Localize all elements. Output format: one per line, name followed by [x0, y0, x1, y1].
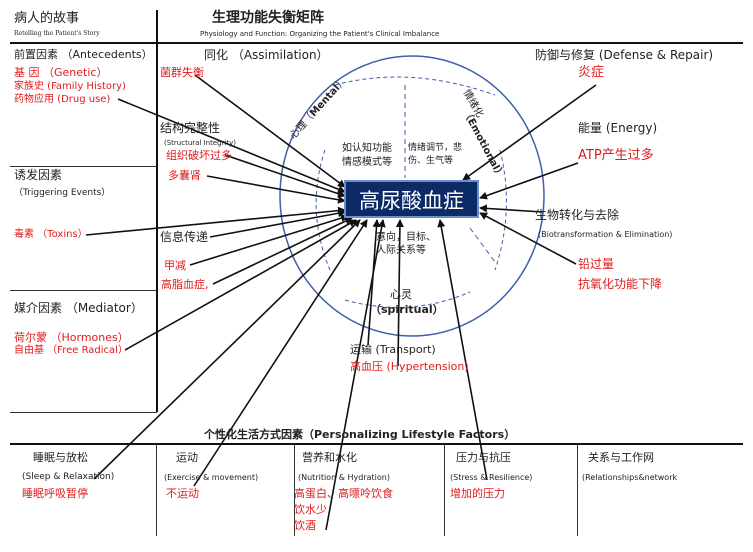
- left-bottom-divider: [10, 412, 157, 413]
- energy-title: 能量 (Energy): [578, 121, 658, 135]
- header-divider: [10, 42, 743, 44]
- arrow-energy: [479, 162, 579, 200]
- mediator-title: 媒介因素 （Mediator）: [14, 301, 143, 315]
- assimilation-title: 同化 （Assimilation）: [204, 48, 329, 62]
- lifestyle-relationships-subtitle: (Relationships&network: [582, 473, 678, 482]
- central-condition-box: 高尿酸血症: [344, 180, 479, 218]
- matrix-subtitle: Physiology and Function: Organizing the …: [200, 30, 440, 38]
- structural-title: 结构完整性: [160, 121, 221, 135]
- energy-item: ATP产生过多: [578, 148, 654, 163]
- lifestyle-relationships-title: 关系与工作网: [588, 451, 654, 464]
- story-title: 病人的故事: [14, 11, 80, 26]
- triggering-title: 诱发因素: [14, 168, 63, 182]
- oval-dashed-diagonal: [469, 227, 496, 263]
- structural-item-tissue: 组织破坏过多: [166, 149, 232, 162]
- lifestyle-title: 个性化生活方式因素（Personalizing Lifestyle Factor…: [204, 428, 516, 441]
- left-section-divider-2: [10, 290, 156, 291]
- lifestyle-nutrition-item-alcohol: 饮酒: [294, 519, 316, 532]
- spiritual-desc-2: 人际关系等: [376, 245, 426, 256]
- antecedent-family-history: 家族史 (Family History): [14, 81, 126, 92]
- antecedent-genetic: 基 因 （Genetic）: [14, 66, 108, 79]
- transport-title: 运输 (Transport): [350, 343, 436, 356]
- spiritual-cn: 心灵: [390, 288, 412, 301]
- biotrans-title: 生物转化与去除: [535, 208, 620, 222]
- structural-subtitle: (Structural Integrity): [164, 139, 237, 147]
- lifestyle-sleep-subtitle: (Sleep & Relaxation): [22, 472, 115, 482]
- biotrans-item-lead: 铅过量: [578, 257, 615, 271]
- arrow-stress: [437, 219, 488, 481]
- communication-item-hypothyroid: 甲减: [164, 259, 186, 272]
- arrow-pkd: [206, 175, 346, 204]
- triggering-subtitle: （Triggering Events）: [14, 188, 111, 198]
- biotrans-subtitle: (Biotransformation & Elimination): [538, 230, 673, 239]
- arrow-exercise: [193, 219, 368, 487]
- lifestyle-sleep-item: 睡眠呼吸暂停: [22, 487, 88, 500]
- lifestyle-col-divider-3: [444, 444, 445, 536]
- arrow-nutrition: [325, 219, 386, 531]
- emotional-desc-1: 情绪调节，悲: [408, 143, 463, 153]
- assimilation-item: 菌群失衡: [160, 66, 204, 79]
- arrow-hyperlipidemia: [212, 217, 353, 285]
- emotional-desc-2: 伤、生气等: [408, 156, 454, 166]
- arrow-structural: [224, 154, 346, 198]
- oval-dashed-bottom: [344, 291, 471, 308]
- arrow-hypothyroid: [189, 214, 349, 266]
- antecedent-drug-use: 药物应用 (Drug use): [14, 94, 111, 105]
- defense-title: 防御与修复 (Defense & Repair): [535, 48, 714, 62]
- mental-desc-2: 情感模式等: [342, 157, 392, 168]
- oval-dashed-right: [494, 149, 507, 271]
- transport-item: 高血压 (Hypertension): [350, 360, 469, 373]
- arrow-communication: [209, 209, 346, 238]
- lifestyle-exercise-subtitle: (Exercise & movement): [164, 473, 259, 482]
- arrow-free-radical: [124, 219, 357, 351]
- lifestyle-col-divider-1: [156, 444, 157, 536]
- communication-item-hyperlipidemia: 高脂血症,: [161, 278, 209, 291]
- arrow-drug-use: [117, 98, 346, 194]
- lifestyle-nutrition-item-diet: 高蛋白、高嘌呤饮食: [294, 487, 393, 500]
- arrow-lead: [479, 212, 577, 265]
- trigger-toxins: 毒素 （Toxins）: [14, 229, 88, 240]
- spiritual-en: （spiritual）: [370, 303, 444, 316]
- mental-desc-1: 如认知功能: [342, 143, 392, 154]
- lifestyle-nutrition-title: 营养和水化: [302, 451, 357, 464]
- mind-oval: [279, 55, 545, 337]
- arrow-hypertension: [395, 219, 404, 367]
- lifestyle-stress-subtitle: (Stress & Resilience): [450, 473, 533, 482]
- lifestyle-exercise-title: 运动: [176, 451, 198, 464]
- story-subtitle: Retelling the Patient's Story: [14, 30, 100, 37]
- lifestyle-nutrition-subtitle: (Nutrition & Hydration): [298, 473, 390, 482]
- oval-dashed-left: [315, 149, 331, 271]
- arrow-inflammation: [462, 84, 597, 181]
- lifestyle-exercise-item: 不运动: [166, 487, 199, 500]
- lifestyle-stress-title: 压力与抗压: [456, 451, 511, 464]
- lifestyle-col-divider-2: [294, 444, 295, 536]
- communication-title: 信息传递: [160, 230, 209, 244]
- structural-item-pkd: 多囊肾: [168, 169, 201, 182]
- left-section-divider-1: [10, 166, 156, 167]
- arrow-sleep: [93, 219, 361, 480]
- left-column-divider: [156, 10, 158, 412]
- matrix-title: 生理功能失衡矩阵: [212, 10, 324, 26]
- lifestyle-nutrition-item-water: 饮水少: [294, 503, 327, 516]
- mediator-free-radical: 自由基 （Free Radical）: [14, 345, 128, 356]
- lifestyle-sleep-title: 睡眠与放松: [33, 451, 88, 464]
- arrow-assimilation: [194, 74, 346, 188]
- spiritual-desc-1: 意向，目标、: [376, 232, 436, 243]
- antecedents-title: 前置因素 （Antecedents）: [14, 48, 153, 61]
- arrow-toxins: [85, 206, 346, 236]
- biotrans-item-antioxidant: 抗氧化功能下降: [578, 277, 663, 291]
- arrow-transport: [367, 219, 381, 346]
- defense-item: 炎症: [578, 65, 605, 80]
- lifestyle-col-divider-4: [577, 444, 578, 536]
- lifestyle-top-divider: [10, 443, 743, 445]
- oval-dashed-top: [334, 76, 496, 96]
- arrow-biotrans: [479, 204, 544, 213]
- lifestyle-stress-item: 增加的压力: [450, 487, 505, 500]
- mediator-hormones: 荷尔蒙 （Hormones）: [14, 331, 129, 344]
